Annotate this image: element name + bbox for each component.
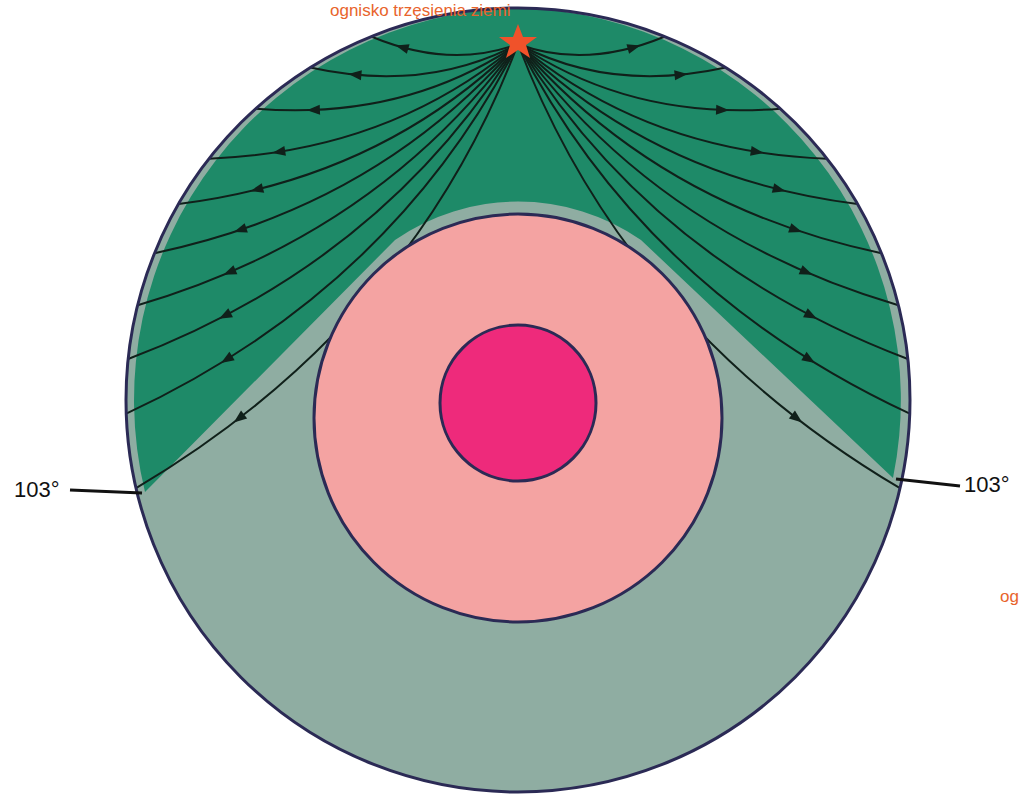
leader-line <box>70 490 142 493</box>
ray-arrowhead <box>307 105 320 115</box>
seismic-ray <box>518 37 665 56</box>
angle-label: 103° <box>964 473 1010 497</box>
ray-arrowhead <box>234 411 247 423</box>
ray-arrowhead <box>272 146 286 156</box>
outer-core <box>314 214 722 622</box>
ray-arrowhead <box>772 183 786 193</box>
ray-arrowhead <box>799 265 813 275</box>
ray-arrowhead <box>674 70 687 80</box>
ray-arrowhead <box>716 105 729 115</box>
cut-label: og <box>1000 588 1019 607</box>
mantle-shadow-zone <box>126 8 910 792</box>
angle-label: 103° <box>14 478 60 502</box>
seismic-ray <box>371 37 518 56</box>
focus-star <box>499 24 537 58</box>
focus-label: ognisko trzęsienia ziemi <box>330 2 510 21</box>
ray-arrowhead <box>801 352 815 363</box>
inner-core <box>440 325 596 481</box>
leader-line <box>896 479 960 486</box>
ray-arrowhead <box>250 183 264 193</box>
ray-arrowhead <box>348 70 361 80</box>
ray-arrowhead <box>803 308 817 318</box>
ray-arrowhead <box>221 352 235 363</box>
ray-arrowhead <box>788 223 802 232</box>
ray-arrowhead <box>223 265 237 275</box>
earth-outline <box>126 8 910 792</box>
seismic-ray <box>179 44 518 204</box>
ray-arrowhead <box>234 223 248 232</box>
seismic-ray <box>518 44 857 204</box>
ray-arrowhead <box>789 411 802 423</box>
ray-arrowhead <box>750 146 764 156</box>
ray-arrowhead <box>219 308 233 318</box>
ray-arrowhead <box>626 44 640 54</box>
ray-arrowhead <box>396 44 410 54</box>
